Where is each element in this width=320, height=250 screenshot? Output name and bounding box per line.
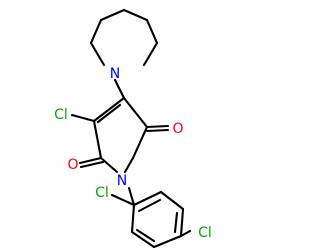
ring-double-bond [92,96,126,123]
phenyl-bond [130,203,136,234]
atom-label-layer: N O O N Cl Cl Cl [54,66,212,241]
phenyl-bond [130,230,156,249]
carbonyl-bond [78,156,103,165]
azepane-bond [142,41,159,67]
atom-label-o-top: O [172,121,183,137]
azepane-bond [122,8,149,22]
azepane-bond [99,8,126,22]
atom-label-n-imide: N [117,173,127,189]
phenyl-bond [152,234,183,249]
carbonyl-bond [145,124,170,129]
c-cl-bond [179,229,192,238]
atom-label-cl-para: Cl [198,225,212,241]
molecule-structure-canvas: N O O N Cl Cl Cl [54,8,212,249]
atom-label-cl-ortho: Cl [95,185,109,201]
phenyl-bond [137,198,162,213]
ring-bond [131,125,149,160]
azepane-bond [89,18,103,45]
phenyl-bond [173,211,179,234]
ring-bond [123,156,135,174]
molecule-structure-svg: N O O N Cl Cl Cl [54,8,212,249]
atom-label-o-left: O [67,157,78,173]
carbonyl-bond [79,160,105,169]
phenyl-bond [132,190,163,207]
c-cl-bond [110,193,136,207]
ring-bond [92,119,103,160]
carbonyl-bond [145,128,170,133]
ring-bond [122,96,149,129]
ring-double-bond-inner [96,103,122,124]
bond-layer [70,8,192,249]
ring-bond [99,156,119,174]
phenyl-bond [159,190,185,211]
atom-label-cl-vinyl: Cl [54,107,68,123]
phenyl-bond [135,228,156,243]
azepane-bond [145,18,159,45]
n-aryl-bond [127,186,136,207]
c-cl-bond [70,113,96,123]
azepane-bond [89,41,106,67]
n-ring-bond [113,78,126,100]
atom-label-n-azepane: N [110,66,120,82]
phenyl-bond [179,207,185,238]
